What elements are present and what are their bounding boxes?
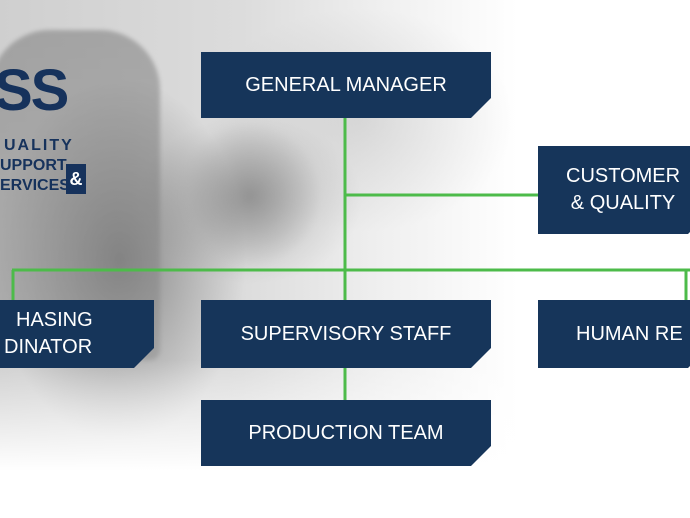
logo-quality-text: UALITY bbox=[4, 137, 74, 154]
node-purchasing-line1: HASING bbox=[16, 309, 93, 331]
logo-mark: SS bbox=[0, 62, 69, 123]
logo-ampersand: & bbox=[66, 164, 86, 194]
node-customer-line2: & QUALITY bbox=[570, 192, 676, 214]
node-general-manager-label: GENERAL MANAGER bbox=[245, 73, 447, 96]
background-machine bbox=[180, 120, 320, 270]
node-customer-quality: CUSTOMER & QUALITY bbox=[538, 146, 690, 234]
node-customer-line1: CUSTOMER bbox=[566, 165, 681, 187]
node-supervisory-staff: SUPERVISORY STAFF bbox=[201, 300, 491, 368]
logo-support-text: UPPORT bbox=[0, 157, 67, 174]
node-production-team-label: PRODUCTION TEAM bbox=[248, 421, 444, 444]
node-human-resources-label: HUMAN RE bbox=[576, 322, 683, 345]
node-human-resources: HUMAN RE bbox=[538, 300, 690, 368]
company-logo: SS UALITY UPPORT ERVICES & bbox=[0, 62, 90, 202]
node-general-manager: GENERAL MANAGER bbox=[201, 52, 491, 118]
node-production-team: PRODUCTION TEAM bbox=[201, 400, 491, 466]
node-supervisory-staff-label: SUPERVISORY STAFF bbox=[240, 322, 452, 345]
logo-services-text: ERVICES bbox=[0, 177, 70, 194]
node-purchasing-line2: DINATOR bbox=[4, 336, 93, 358]
node-purchasing-coordinator: HASING DINATOR bbox=[0, 300, 154, 368]
